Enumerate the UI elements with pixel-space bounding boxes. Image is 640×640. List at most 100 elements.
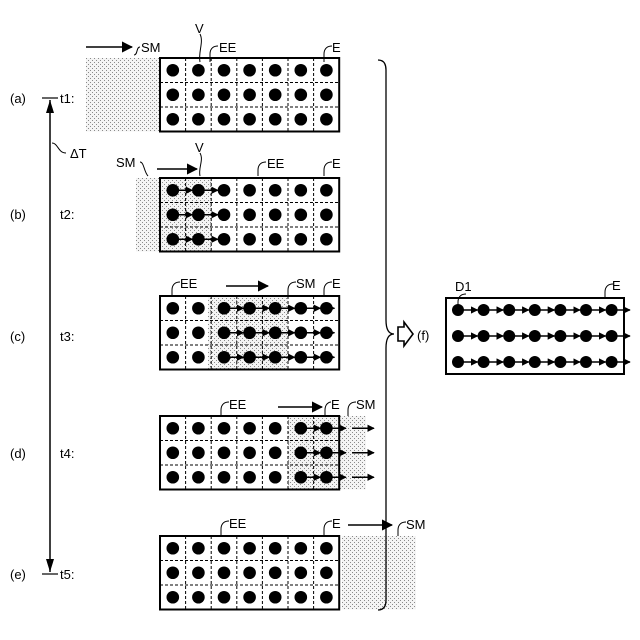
vertex-dot — [320, 184, 333, 197]
vertex-dot — [218, 591, 231, 604]
vertex-dot — [269, 446, 282, 459]
vertex-dot — [167, 542, 180, 555]
sm-leader-a — [134, 47, 140, 55]
vertex-dot — [320, 233, 333, 246]
vertex-dot — [320, 88, 333, 101]
vertex-dot — [192, 326, 205, 339]
ee-leader-c — [172, 282, 180, 296]
vertex-dot — [295, 208, 308, 221]
vertex-dot — [218, 233, 231, 246]
vertex-dot — [218, 446, 231, 459]
time-t4: t4: — [60, 446, 74, 461]
vertex-dot — [243, 566, 256, 579]
grouping-brace — [378, 60, 394, 610]
vertex-dot — [192, 64, 205, 77]
sm-leader-d — [348, 402, 356, 416]
sm-leader-b — [140, 162, 148, 176]
f-label: (f) — [417, 328, 429, 343]
e-leader-c — [324, 282, 332, 296]
vertex-dot — [269, 64, 282, 77]
e-label-c: E — [332, 276, 341, 291]
vertex-dot — [192, 351, 205, 364]
vertex-dot — [269, 208, 282, 221]
vertex-dot — [295, 566, 308, 579]
vertex-dot — [295, 233, 308, 246]
sm-label-e: SM — [406, 517, 426, 532]
vertex-dot — [243, 64, 256, 77]
vertex-dot — [269, 591, 282, 604]
vertex-dot — [167, 326, 180, 339]
vertex-dot — [218, 113, 231, 126]
vertex-dot — [192, 591, 205, 604]
vertex-dot — [218, 208, 231, 221]
vertex-dot — [295, 64, 308, 77]
vertex-dot — [243, 446, 256, 459]
vertex-dot — [295, 113, 308, 126]
vertex-dot — [192, 566, 205, 579]
vertex-dot — [167, 351, 180, 364]
vertex-dot — [320, 113, 333, 126]
row-c-label: (c) — [10, 329, 25, 344]
vertex-dot — [243, 542, 256, 555]
time-t2: t2: — [60, 207, 74, 222]
vertex-dot — [320, 591, 333, 604]
row-e-label: (e) — [10, 567, 26, 582]
vertex-dot — [269, 566, 282, 579]
vertex-dot — [218, 471, 231, 484]
time-t3: t3: — [60, 329, 74, 344]
sm-label-d: SM — [356, 397, 376, 412]
vertex-dot — [218, 64, 231, 77]
vertex-dot — [243, 591, 256, 604]
vertex-dot — [192, 446, 205, 459]
vertex-dot — [269, 113, 282, 126]
e-label-d: E — [331, 397, 340, 412]
vertex-dot — [269, 184, 282, 197]
vertex-dot — [218, 542, 231, 555]
e-leader-a — [324, 46, 332, 62]
vertex-dot — [295, 591, 308, 604]
vertex-dot — [269, 233, 282, 246]
vertex-dot — [218, 566, 231, 579]
v-label-b: V — [195, 140, 204, 155]
e-label-f: E — [612, 278, 621, 293]
vertex-dot — [192, 422, 205, 435]
ee-label-b: EE — [267, 156, 285, 171]
ee-leader-d — [221, 402, 229, 416]
vertex-dot — [295, 542, 308, 555]
vertex-dot — [243, 233, 256, 246]
vertex-dot — [167, 113, 180, 126]
vertex-dot — [295, 184, 308, 197]
vertex-dot — [218, 88, 231, 101]
vertex-dot — [243, 471, 256, 484]
vertex-dot — [167, 471, 180, 484]
vertex-dot — [167, 422, 180, 435]
vertex-dot — [269, 542, 282, 555]
e-label-a: E — [332, 40, 341, 55]
sm-leader-c — [288, 282, 296, 296]
time-t5: t5: — [60, 567, 74, 582]
vertex-dot — [167, 446, 180, 459]
vertex-dot — [320, 64, 333, 77]
ee-label-c: EE — [180, 276, 198, 291]
d1-label: D1 — [455, 279, 472, 294]
ee-label-a: EE — [219, 40, 237, 55]
vertex-dot — [167, 566, 180, 579]
vertex-dot — [192, 302, 205, 315]
e-leader-b — [324, 162, 332, 176]
row-d-label: (d) — [10, 446, 26, 461]
row-b-label: (b) — [10, 207, 26, 222]
vertex-dot — [192, 113, 205, 126]
scan-region-a — [86, 58, 160, 132]
vertex-dot — [243, 113, 256, 126]
scan-region-e — [342, 536, 416, 610]
vertex-dot — [167, 302, 180, 315]
vertex-dot — [167, 88, 180, 101]
grids-layer — [86, 58, 630, 610]
vertex-dot — [269, 471, 282, 484]
ee-leader-e — [221, 521, 229, 535]
vertex-dot — [295, 88, 308, 101]
sm-leader-e — [398, 522, 406, 536]
vertex-dot — [320, 542, 333, 555]
vertex-dot — [243, 88, 256, 101]
